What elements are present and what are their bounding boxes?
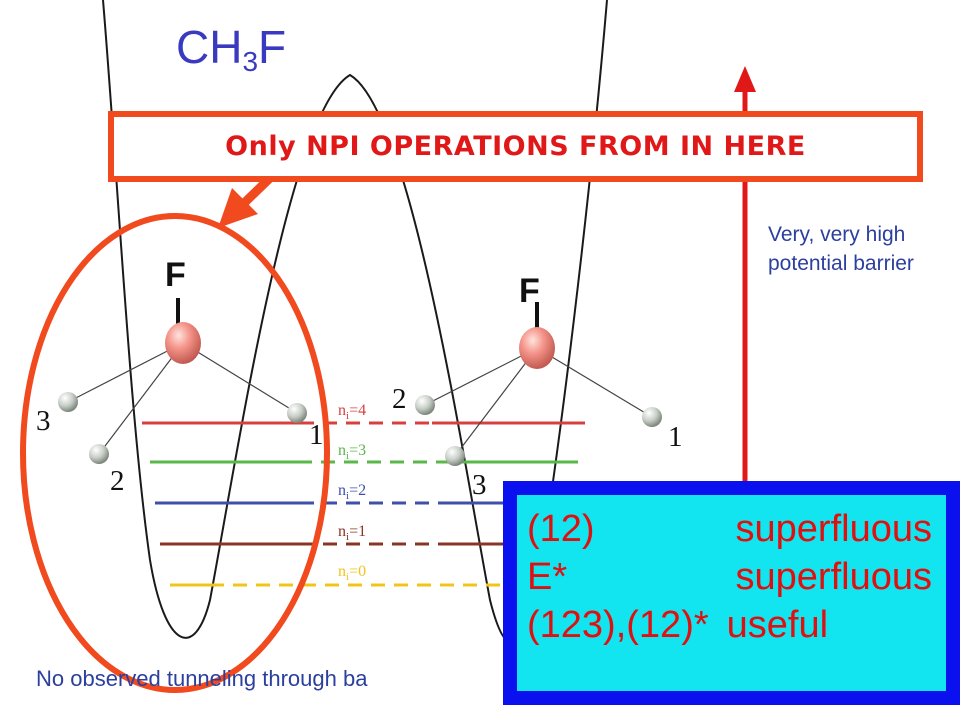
left-well-highlight	[20, 213, 330, 693]
ligand-label: 3	[472, 469, 487, 501]
rule-verdict: superfluous	[735, 508, 932, 550]
energy-level-label: ni=3	[338, 442, 366, 462]
energy-level-label: ni=4	[338, 402, 366, 422]
energy-level-label: ni=0	[338, 563, 366, 583]
rule-verdict: superfluous	[735, 556, 932, 598]
rule-operation: (123),(12)*	[527, 604, 709, 646]
carbon-atom	[519, 327, 555, 369]
hydrogen-atom-2	[89, 444, 109, 464]
ligand-label: 1	[309, 419, 324, 451]
hydrogen-atom-2	[415, 395, 435, 415]
hydrogen-atom-1	[287, 403, 307, 423]
fluorine-label: F	[165, 256, 186, 294]
ligand-label: 3	[36, 405, 51, 437]
energy-level-label: ni=2	[338, 482, 366, 502]
rule-verdict: useful	[726, 604, 829, 646]
rule-operation: E*	[527, 556, 568, 598]
ligand-label: 1	[668, 421, 683, 453]
molecule-formula: CH3F	[176, 20, 286, 78]
rule-row: (123),(12)* useful	[527, 601, 946, 649]
symmetry-rules-box: (12) superfluous E* superfluous (123),(1…	[503, 481, 960, 705]
rule-operation: (12)	[527, 508, 595, 550]
banner-text: Only NPI OPERATIONS FROM IN HERE	[225, 131, 806, 162]
right-molecule: F 2 3 1	[392, 272, 683, 501]
left-molecule: F 3 2 1	[36, 256, 324, 497]
barrier-note: Very, very high potential barrier	[768, 223, 914, 275]
energy-level-label: ni=1	[338, 523, 366, 543]
npi-banner: Only NPI OPERATIONS FROM IN HERE	[108, 111, 923, 182]
rule-row: E* superfluous	[527, 553, 946, 601]
formula-base: CH	[176, 21, 243, 73]
rule-row: (12) superfluous	[527, 505, 946, 553]
pointer-arrow	[218, 174, 274, 228]
carbon-atom	[165, 322, 201, 364]
tunneling-note: No observed tunneling through ba	[36, 666, 368, 691]
ligand-label: 2	[392, 383, 407, 415]
ligand-label: 2	[110, 465, 125, 497]
formula-tail: F	[258, 21, 287, 73]
hydrogen-atom-3	[445, 446, 465, 466]
fluorine-label: F	[519, 272, 540, 310]
formula-subscript: 3	[242, 46, 259, 77]
hydrogen-atom-1	[642, 407, 662, 427]
hydrogen-atom-3	[58, 392, 78, 412]
